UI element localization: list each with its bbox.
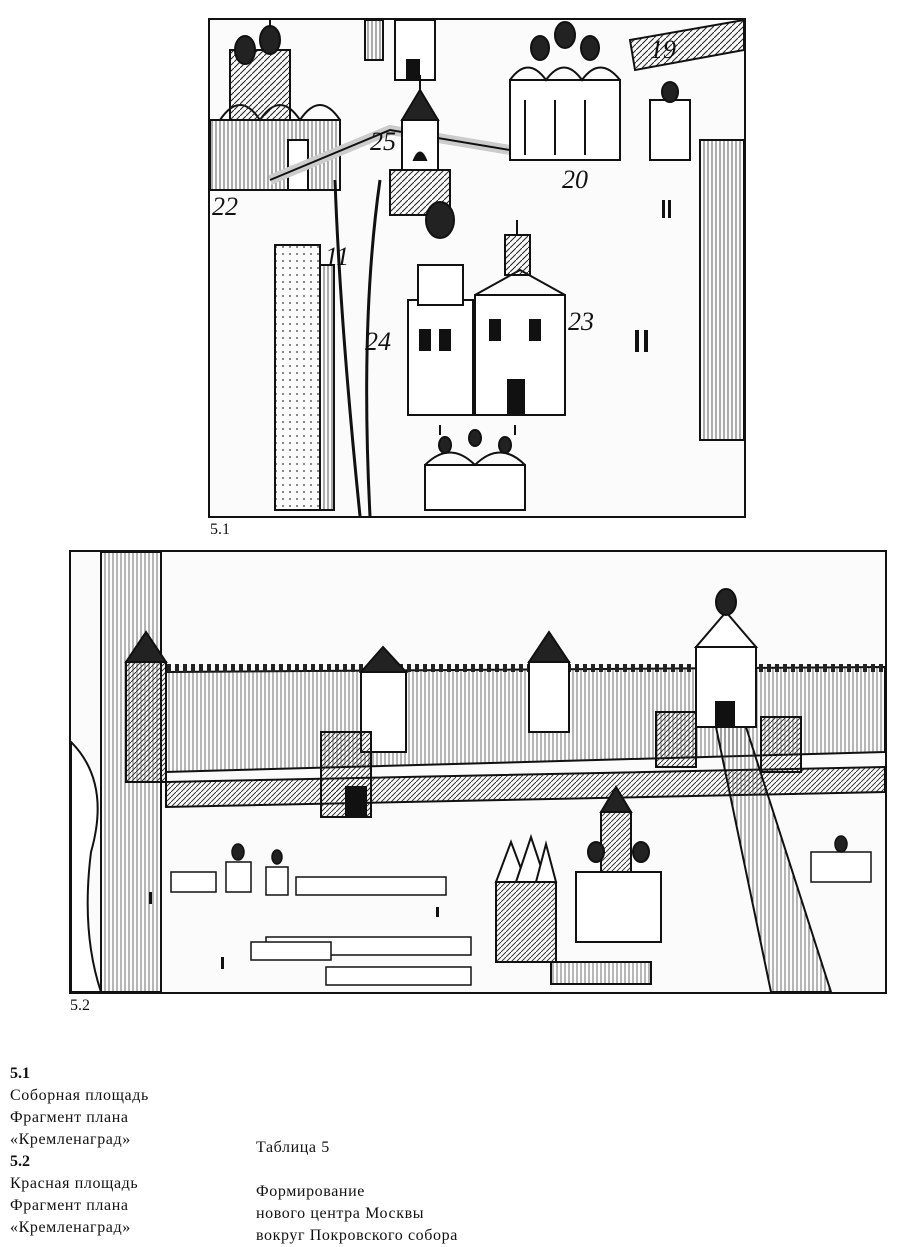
figure-captions: 5.1 Соборная площадь Фрагмент плана «Кре…: [10, 1063, 250, 1239]
marker-20: 20: [562, 165, 588, 194]
people-figures: [149, 892, 439, 969]
table-subtitle-line-2: нового центра Москвы: [256, 1205, 425, 1222]
caption-1-source: Фрагмент плана: [10, 1109, 129, 1126]
engraving-plate-5-1: 19 22 11 23 24 20 25: [208, 18, 746, 518]
caption-1-number: 5.1: [10, 1065, 30, 1082]
caption-2-source: Фрагмент плана: [10, 1197, 129, 1214]
terem-wall: [274, 179, 382, 516]
kremlin-wall-right: [628, 20, 744, 441]
figure-label-5-2: 5.2: [70, 997, 90, 1014]
table-subtitle-line-1: Формирование: [256, 1183, 365, 1200]
red-square-engraving: [71, 552, 885, 992]
marker-19: 19: [650, 35, 676, 64]
ivan-church-group: [407, 201, 566, 416]
kremlin-towers: [320, 588, 802, 818]
bell-tower: [268, 75, 511, 216]
marker-23: 23: [568, 307, 594, 336]
small-churches: [225, 835, 872, 896]
table-subtitle-line-3: вокруг Покровского собора: [256, 1227, 458, 1244]
corner-tower-left: [71, 552, 168, 992]
caption-1-plan-name: «Кремленаград»: [10, 1131, 131, 1148]
figure-label-5-1: 5.1: [210, 521, 230, 538]
market-rows: [170, 871, 472, 986]
caption-2-number: 5.2: [10, 1153, 30, 1170]
bridge: [714, 726, 833, 992]
engraving-plate-5-2: [69, 550, 887, 994]
people-figures: [635, 200, 671, 352]
gate-building-top: [364, 20, 436, 81]
marker-25: 25: [370, 127, 396, 156]
table-heading-block: Таблица 5 Формирование нового центра Мос…: [256, 1137, 586, 1247]
marker-24: 24: [365, 327, 391, 356]
cathedral-square-engraving: 19 22 11 23 24 20 25: [210, 20, 744, 516]
marker-22: 22: [212, 192, 238, 221]
small-church-bottom: [424, 425, 526, 511]
caption-2-plan-name: «Кремленаград»: [10, 1219, 131, 1236]
caption-2-title: Красная площадь: [10, 1175, 139, 1192]
caption-1-title: Соборная площадь: [10, 1087, 149, 1104]
table-title: Таблица 5: [256, 1139, 330, 1156]
marker-11: 11: [325, 242, 349, 271]
cathedral-group-top-left: [210, 20, 341, 191]
assumption-cathedral: [509, 21, 621, 161]
pokrovsky-cathedral: [494, 785, 662, 985]
